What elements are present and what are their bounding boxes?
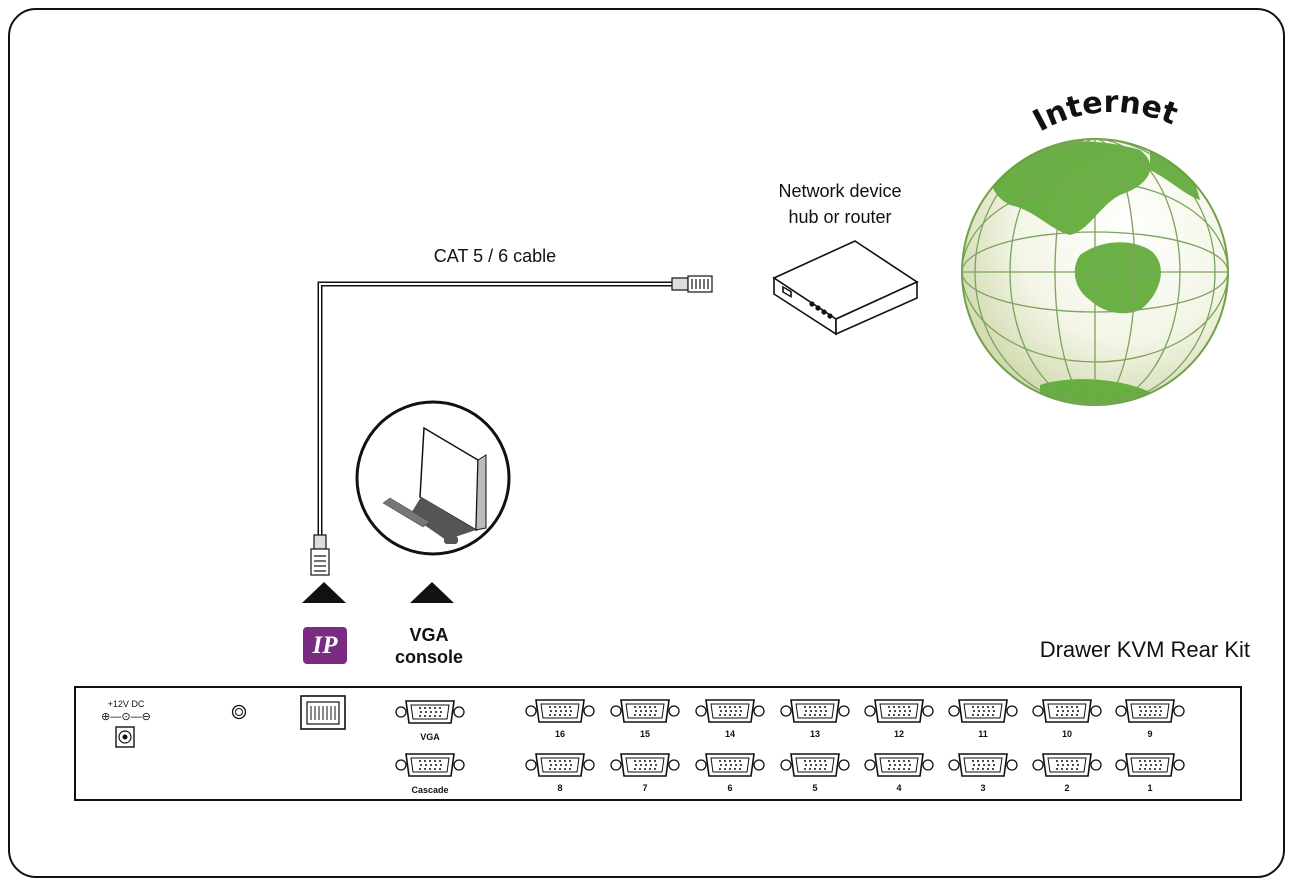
port-number-label: 10 bbox=[1061, 729, 1072, 739]
network-device-label-line2: hub or router bbox=[788, 207, 892, 227]
server-port-4 bbox=[864, 753, 934, 777]
cascade-port bbox=[395, 753, 465, 777]
port-number-label: 12 bbox=[893, 729, 904, 739]
port-number-label: 5 bbox=[812, 783, 818, 793]
server-port-14 bbox=[695, 699, 765, 723]
server-port-12 bbox=[864, 699, 934, 723]
port-number-label: 16 bbox=[554, 729, 565, 739]
reset-button-icon bbox=[231, 704, 247, 720]
vga-console-line2: console bbox=[394, 647, 464, 667]
port-number-label: 3 bbox=[980, 783, 986, 793]
port-number-label: 9 bbox=[1147, 729, 1153, 739]
port-number-label: 2 bbox=[1064, 783, 1070, 793]
rj45-plug-vertical bbox=[310, 534, 330, 576]
server-port-6 bbox=[695, 753, 765, 777]
globe-icon bbox=[961, 138, 1229, 406]
vga-arrow bbox=[410, 582, 454, 603]
port-number-label: 6 bbox=[727, 783, 733, 793]
vga-port-label: VGA bbox=[420, 732, 440, 742]
cable-label: CAT 5 / 6 cable bbox=[433, 246, 557, 266]
port-number-label: 13 bbox=[809, 729, 820, 739]
port-number-label: 15 bbox=[639, 729, 650, 739]
vga-console-line1: VGA bbox=[409, 625, 449, 645]
ip-arrow bbox=[302, 582, 346, 603]
server-port-10 bbox=[1032, 699, 1102, 723]
vga-console-label: VGA console bbox=[374, 624, 484, 668]
cat-cable bbox=[317, 281, 672, 545]
rj45-plug-horizontal bbox=[671, 275, 713, 293]
server-port-11 bbox=[948, 699, 1018, 723]
server-port-13 bbox=[780, 699, 850, 723]
rear-panel bbox=[74, 686, 1242, 801]
port-number-label: 8 bbox=[557, 783, 563, 793]
server-port-15 bbox=[610, 699, 680, 723]
rj45-jack-icon bbox=[300, 695, 346, 730]
network-device-label: Network device hub or router bbox=[740, 178, 940, 230]
port-number-label: 1 bbox=[1147, 783, 1153, 793]
server-port-3 bbox=[948, 753, 1018, 777]
server-port-1 bbox=[1115, 753, 1185, 777]
ip-badge: IP bbox=[303, 627, 347, 664]
power-label: +12V DC bbox=[107, 699, 145, 709]
kit-title: Drawer KVM Rear Kit bbox=[1039, 637, 1250, 662]
network-device-label-line1: Network device bbox=[778, 181, 902, 201]
port-number-label: 14 bbox=[724, 729, 735, 739]
port-number-label: 4 bbox=[896, 783, 902, 793]
port-number-label: 7 bbox=[642, 783, 648, 793]
server-port-2 bbox=[1032, 753, 1102, 777]
server-port-16 bbox=[525, 699, 595, 723]
router-icon bbox=[772, 240, 919, 336]
server-port-5 bbox=[780, 753, 850, 777]
server-port-8 bbox=[525, 753, 595, 777]
power-jack-icon bbox=[115, 726, 135, 748]
server-port-7 bbox=[610, 753, 680, 777]
vga-console-port bbox=[395, 700, 465, 724]
port-number-label: 11 bbox=[978, 729, 988, 739]
vga-console-icon bbox=[355, 400, 511, 556]
power-polarity-symbol: ⊕—⊙—⊖ bbox=[101, 711, 151, 723]
server-port-9 bbox=[1115, 699, 1185, 723]
cascade-port-label: Cascade bbox=[411, 785, 449, 795]
